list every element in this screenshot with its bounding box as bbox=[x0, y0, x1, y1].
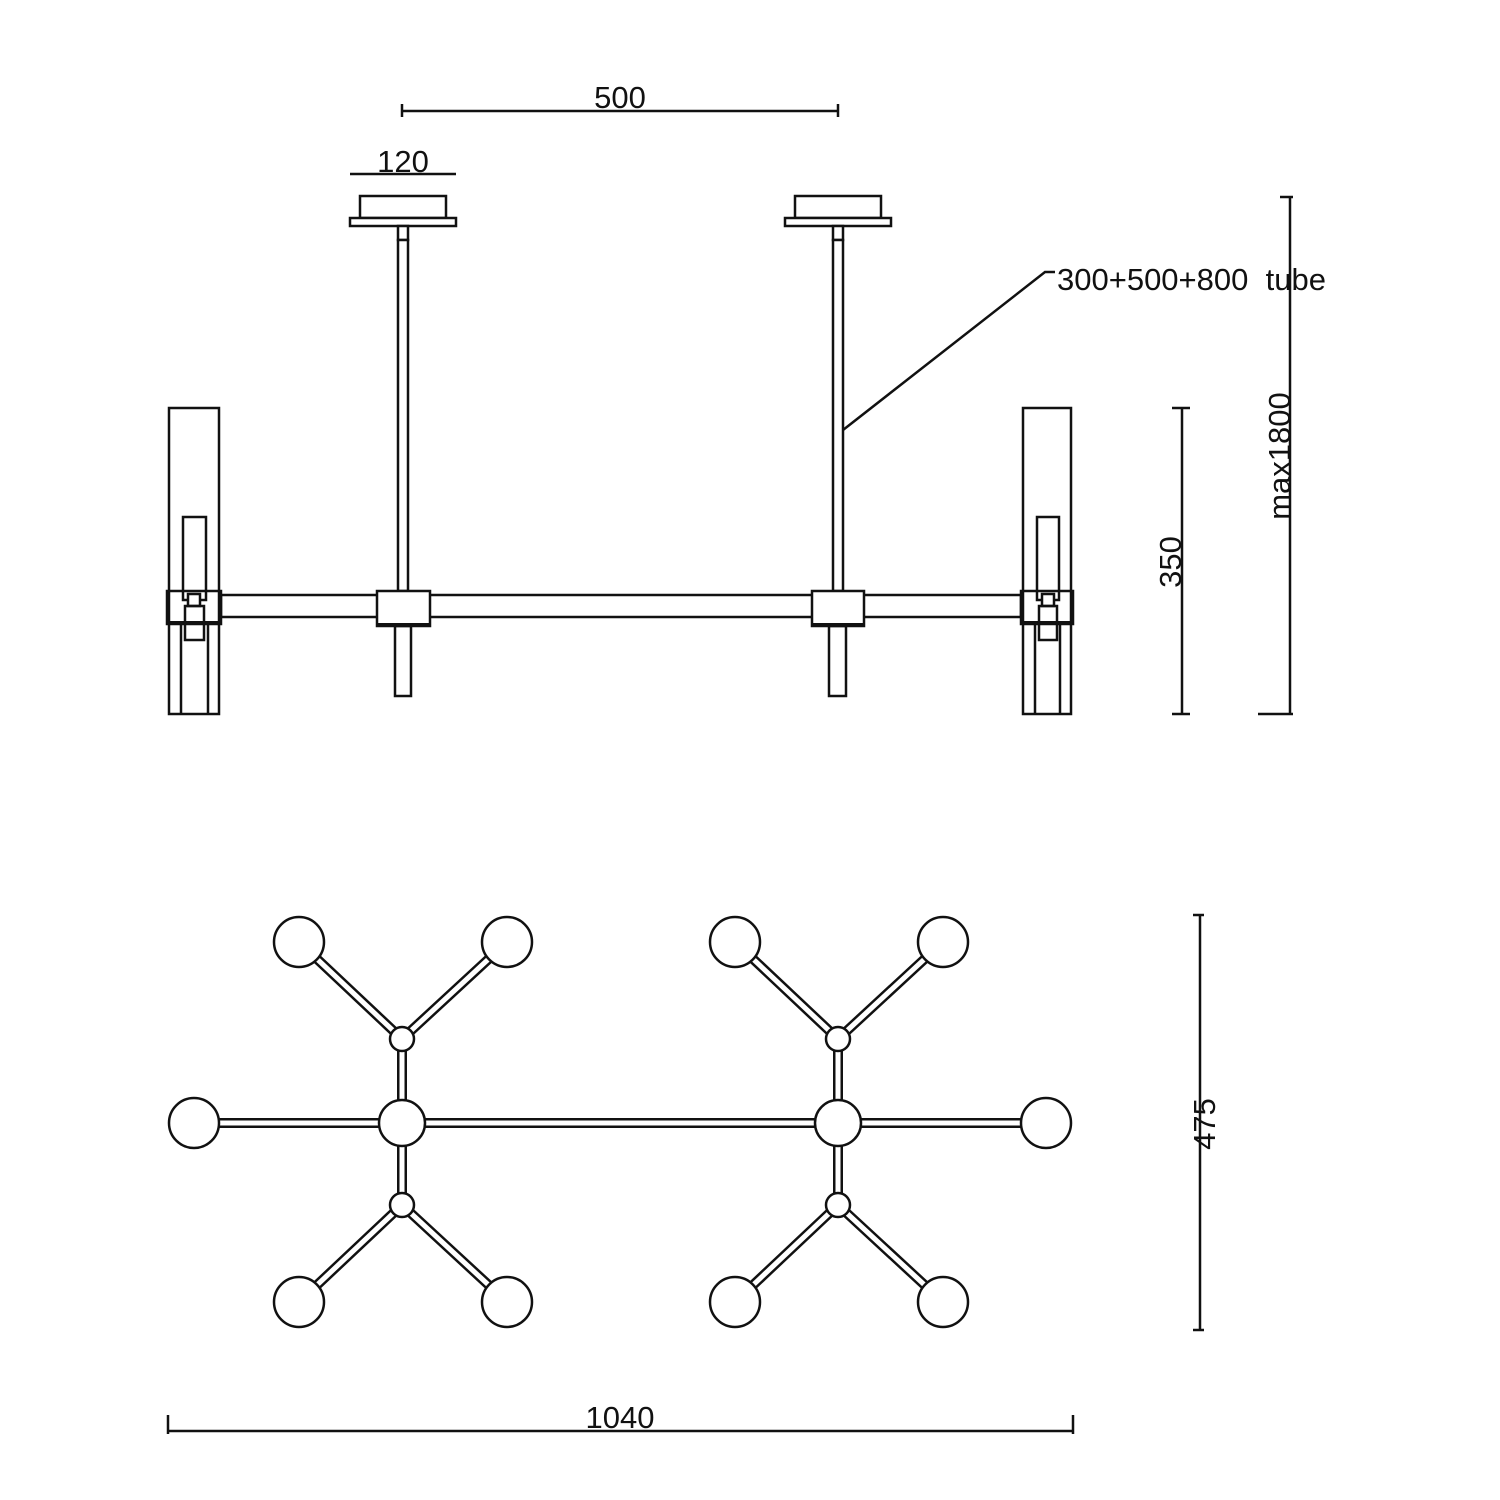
lamp-shade bbox=[916, 1275, 970, 1329]
dimension-label: 120 bbox=[377, 144, 429, 179]
dimension-500: 500 bbox=[400, 80, 840, 117]
joint bbox=[824, 1025, 852, 1053]
lamp-shade bbox=[272, 1275, 326, 1329]
lamp-shade bbox=[1019, 1096, 1073, 1150]
plan-view bbox=[167, 915, 1073, 1329]
horizontal-bar bbox=[219, 593, 1023, 619]
tube-leader: 300+500+800 tube bbox=[842, 262, 1326, 431]
lamp-shade bbox=[708, 915, 762, 969]
dimension-label: 350 bbox=[1153, 536, 1188, 588]
joint bbox=[388, 1191, 416, 1219]
joint bbox=[388, 1025, 416, 1053]
lamp-shade bbox=[480, 1275, 534, 1329]
hub bbox=[377, 1098, 427, 1148]
lamp-shade bbox=[708, 1275, 762, 1329]
hub bbox=[813, 1098, 863, 1148]
dimension-label: max1800 bbox=[1262, 392, 1297, 520]
dimension-475: 475 bbox=[1187, 913, 1222, 1332]
dimension-max1800: max1800 bbox=[1258, 195, 1297, 716]
lamp-shade bbox=[167, 1096, 221, 1150]
dimension-350: 350 bbox=[1153, 406, 1190, 716]
lamp-shade bbox=[480, 915, 534, 969]
dimension-120: 120 bbox=[350, 144, 456, 179]
dimension-label: 500 bbox=[594, 80, 646, 115]
canopy-left bbox=[348, 194, 458, 593]
hub-left bbox=[375, 589, 432, 698]
lamp-shade bbox=[272, 915, 326, 969]
dimension-label: 1040 bbox=[586, 1400, 655, 1435]
lamp-left bbox=[165, 406, 223, 716]
elevation-view: 500 120 300+500+800 tube 350 max1800 bbox=[165, 80, 1326, 716]
hub-right bbox=[810, 589, 866, 698]
lamp-shade bbox=[916, 915, 970, 969]
lamp-right bbox=[1019, 406, 1075, 716]
dimension-label: 475 bbox=[1187, 1098, 1222, 1150]
joint bbox=[824, 1191, 852, 1219]
tube-label: 300+500+800 tube bbox=[1057, 262, 1326, 297]
canopy-right bbox=[783, 194, 893, 593]
dimension-1040: 1040 bbox=[166, 1400, 1075, 1435]
